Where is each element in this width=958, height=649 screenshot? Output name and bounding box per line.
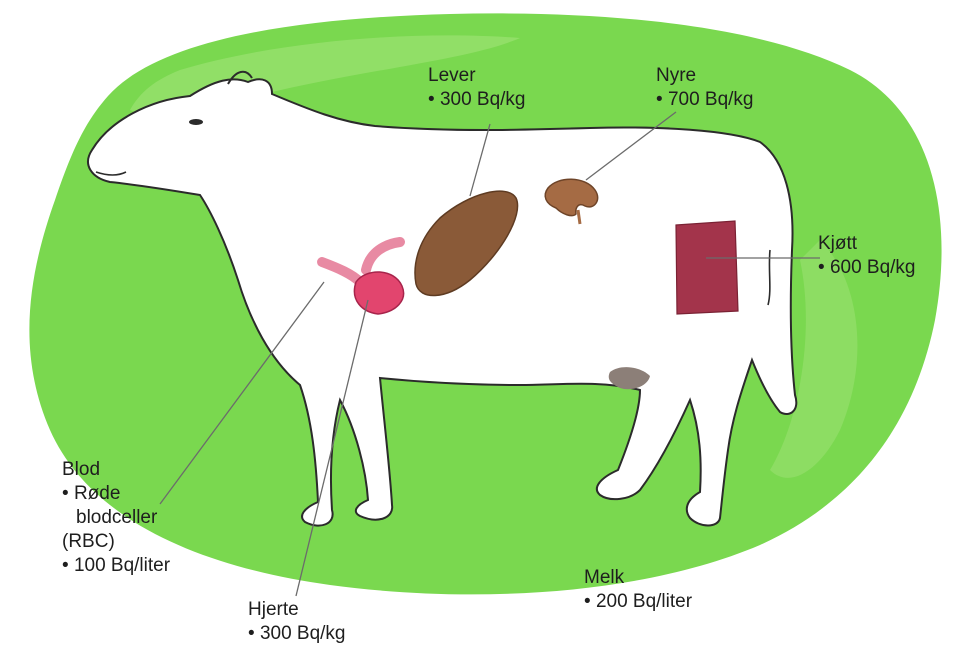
label-kjott-name: Kjøtt — [818, 232, 916, 256]
label-blod-name: Blod — [62, 458, 170, 482]
label-blod-sub1: Røde — [62, 482, 170, 506]
label-nyre: Nyre 700 Bq/kg — [656, 64, 754, 112]
label-kjott: Kjøtt 600 Bq/kg — [818, 232, 916, 280]
label-blod-value: 100 Bq/liter — [62, 554, 170, 578]
label-blod-sub2: blodceller — [62, 506, 170, 530]
label-nyre-value: 700 Bq/kg — [656, 88, 754, 112]
label-blod: Blod Røde blodceller (RBC) 100 Bq/liter — [62, 458, 170, 578]
ureter — [578, 210, 580, 224]
label-melk: Melk 200 Bq/liter — [584, 566, 692, 614]
heart-shape — [354, 272, 403, 314]
label-melk-name: Melk — [584, 566, 692, 590]
cow-eye — [189, 119, 203, 125]
label-hjerte-value: 300 Bq/kg — [248, 622, 346, 646]
label-kjott-value: 600 Bq/kg — [818, 256, 916, 280]
label-lever: Lever 300 Bq/kg — [428, 64, 526, 112]
label-lever-name: Lever — [428, 64, 526, 88]
label-blod-sub3: (RBC) — [62, 530, 170, 554]
label-melk-value: 200 Bq/liter — [584, 590, 692, 614]
label-nyre-name: Nyre — [656, 64, 754, 88]
meat-patch — [676, 221, 738, 314]
meat-icon — [676, 221, 738, 314]
label-hjerte-name: Hjerte — [248, 598, 346, 622]
label-lever-value: 300 Bq/kg — [428, 88, 526, 112]
label-hjerte: Hjerte 300 Bq/kg — [248, 598, 346, 646]
